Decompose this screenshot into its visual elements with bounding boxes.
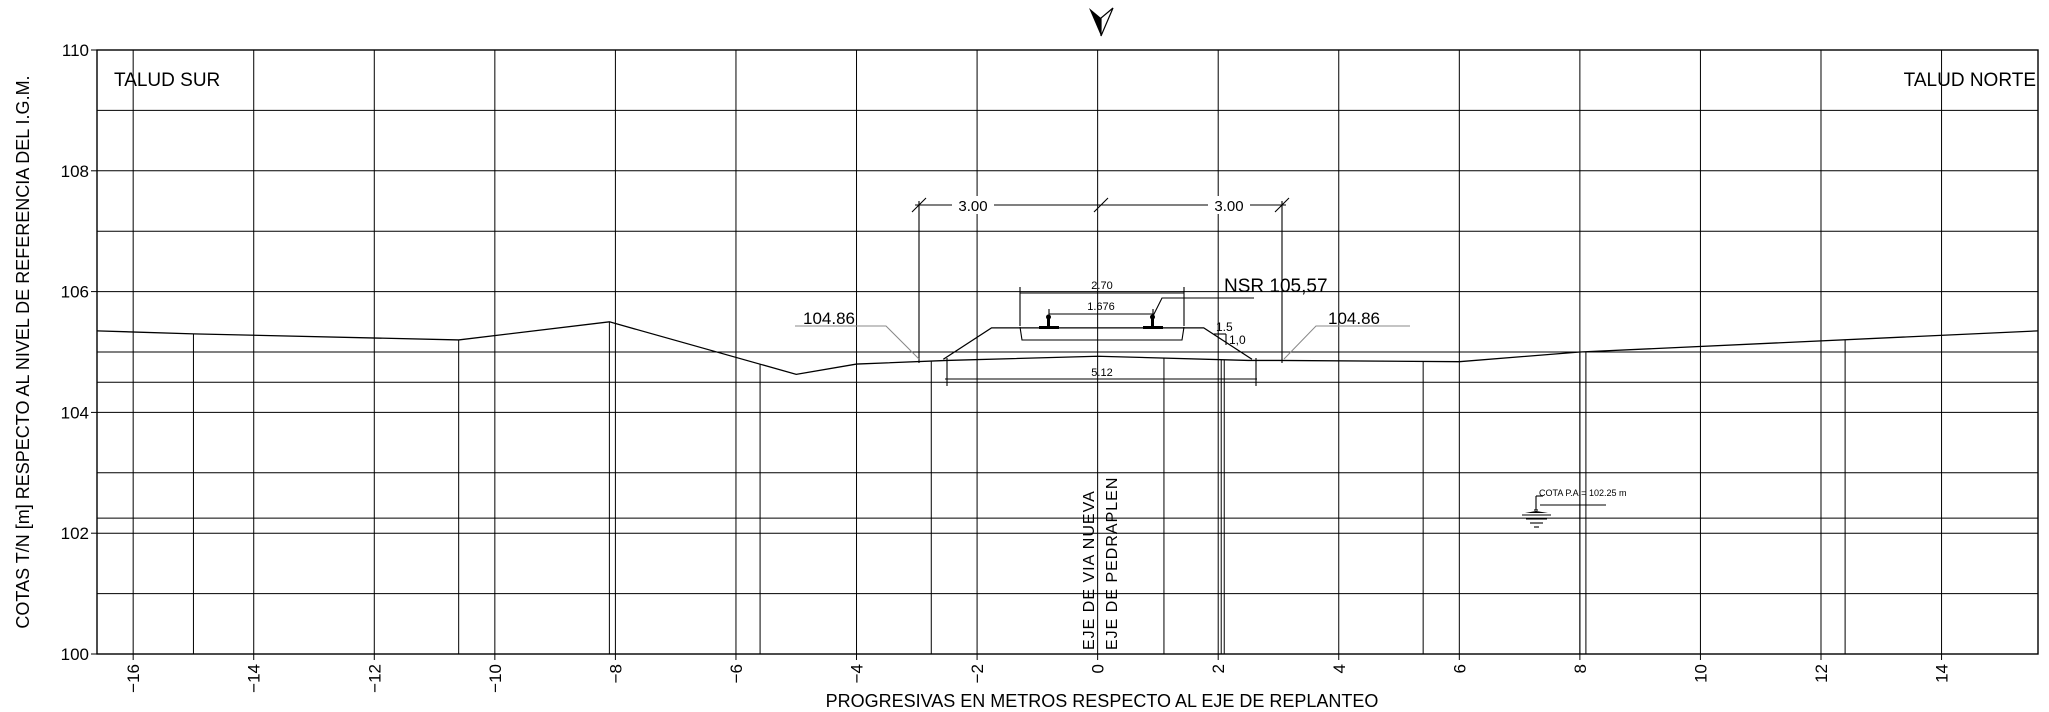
x-tick-label: 12: [1812, 664, 1831, 683]
embankment-outline: [942, 327, 1253, 360]
y-axis-title: COTAS T/N [m] RESPECTO AL NIVEL DE REFER…: [13, 75, 33, 628]
slope-horizontal-label: 1,0: [1229, 333, 1246, 347]
y-tick-label: 104: [61, 403, 89, 422]
gauge-label: 1.676: [1087, 301, 1115, 313]
elevation-right-leader: [1283, 325, 1410, 360]
dimension-left-label: 3.00: [958, 198, 987, 215]
y-tick-label: 108: [61, 162, 89, 181]
x-tick-label: 4: [1330, 664, 1349, 673]
x-tick-label: −4: [848, 664, 867, 683]
station-lines: [192, 321, 1846, 654]
x-tick-label: 8: [1571, 664, 1590, 673]
x-tick-label: −10: [486, 664, 505, 693]
x-tick-label: 6: [1450, 664, 1469, 673]
x-tick-label: 2: [1209, 664, 1228, 673]
north-arrow-icon: [1089, 7, 1114, 37]
slope-vertical-label: 1.5: [1216, 320, 1233, 334]
terrain-profile-line: [96, 321, 2039, 376]
y-tick-labels: 100 102 104 106 108 110: [61, 41, 97, 664]
slope-indicator: [1214, 333, 1227, 345]
top-dimension: [911, 196, 1290, 363]
axis-label-new-track: EJE DE VIA NUEVA: [1081, 490, 1098, 650]
right-slope-label: TALUD NORTE: [1904, 70, 2036, 91]
grid-lines: [97, 50, 2038, 654]
ballast-outline: [1019, 326, 1185, 341]
water-level-label: COTA P.A.= 102.25 m: [1539, 488, 1626, 498]
elevation-left-leader: [795, 325, 920, 360]
x-tick-label: −6: [727, 664, 746, 683]
y-tick-label: 102: [61, 524, 89, 543]
rail-level-label: NSR 105,57: [1224, 276, 1328, 297]
x-tick-label: 14: [1933, 664, 1952, 683]
x-axis-title: PROGRESIVAS EN METROS RESPECTO AL EJE DE…: [826, 691, 1379, 711]
y-tick-label: 106: [61, 283, 89, 302]
base-width-label: 5.12: [1091, 367, 1112, 379]
x-tick-label: 0: [1089, 664, 1108, 673]
rail-level-leader: [1151, 297, 1254, 319]
water-level-icon: [1522, 495, 1606, 528]
x-tick-labels: −16 −14 −12 −10 −8 −6 −4 −2 0 2 4 6 8 10 12 14: [124, 654, 1952, 693]
x-tick-label: −8: [606, 664, 625, 683]
x-tick-label: −2: [968, 664, 987, 683]
base-width-dimension: [945, 358, 1257, 386]
elevation-right-label: 104.86: [1328, 309, 1380, 328]
elevation-left-label: 104.86: [803, 309, 855, 328]
y-tick-label: 100: [61, 645, 89, 664]
top-width-dimension: [1019, 287, 1185, 326]
x-tick-label: −14: [245, 664, 264, 693]
dimension-right-label: 3.00: [1214, 198, 1243, 215]
x-tick-label: −16: [124, 664, 143, 693]
left-slope-label: TALUD SUR: [114, 70, 220, 91]
y-tick-label: 110: [62, 41, 89, 60]
x-tick-label: −12: [365, 664, 384, 693]
x-tick-label: 10: [1691, 664, 1710, 683]
top-width-label: 2.70: [1091, 280, 1112, 292]
axis-label-embankment: EJE DE PEDRAPLEN: [1104, 477, 1121, 650]
rails: [1039, 314, 1163, 329]
